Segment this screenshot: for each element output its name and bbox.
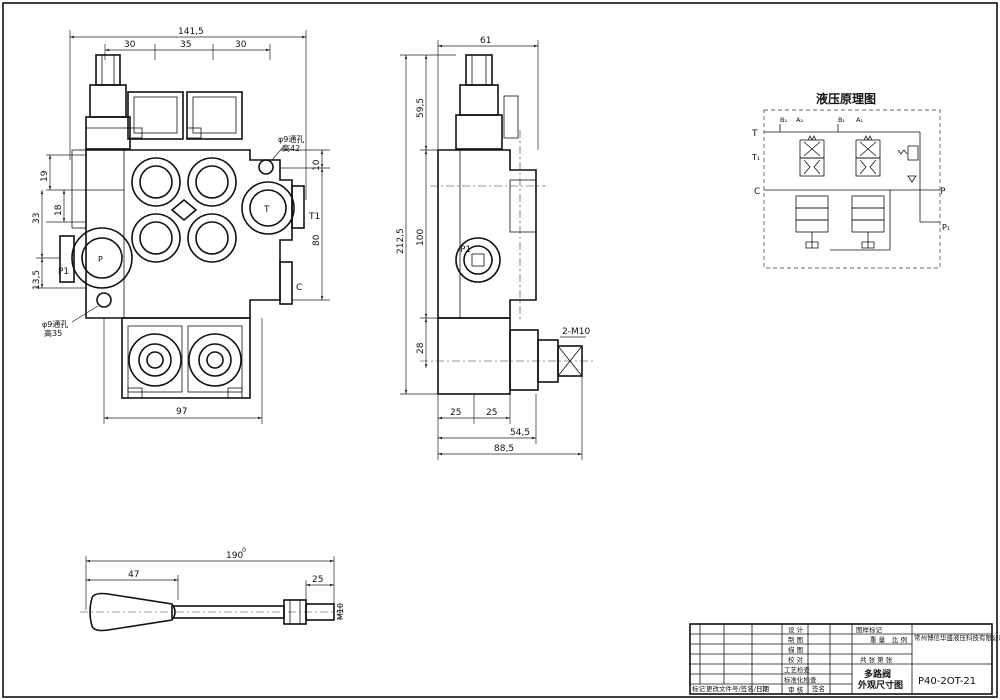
- tb-weight-header: 重 量: [870, 636, 886, 644]
- label-c: C: [754, 187, 760, 197]
- tb-company: 常州博信华盛液压科技有限公司: [914, 633, 1000, 642]
- label-t: T: [751, 129, 758, 139]
- dim-seg-3: 30: [235, 40, 247, 50]
- tb-scale-header: 比 例: [892, 635, 907, 644]
- tb-footer-2: 更改文件号/签名/日期: [706, 684, 769, 693]
- hole-top-note: φ9通孔: [278, 134, 304, 144]
- tb-row-1: 设 计: [788, 625, 804, 634]
- hydraulic-schematic: 液压原理图 B₂ A₂ B₁ A₁ T T₁ C P P₁: [751, 91, 950, 269]
- dim-side-25a: 25: [450, 408, 461, 418]
- dim-side-88-5: 88,5: [494, 444, 514, 454]
- port-c-label: C: [296, 283, 302, 293]
- dim-seg-1: 30: [124, 40, 136, 50]
- dim-seg-2: 35: [180, 40, 191, 50]
- label-p1: P₁: [942, 223, 950, 232]
- dim-handle-tol: 0: [242, 546, 246, 554]
- spool-section-2: [851, 135, 885, 249]
- hole-top-height: 高42: [282, 143, 300, 153]
- tb-material-header: 图样标记: [856, 625, 883, 634]
- dim-handle-190: 190: [226, 551, 243, 561]
- dim-left-18: 18: [54, 204, 64, 216]
- dim-overall-width: 141,5: [178, 27, 204, 37]
- label-p: P: [940, 187, 946, 197]
- tb-footer-1: 标记: [692, 684, 706, 693]
- tb-row-7: 审 核: [788, 685, 804, 694]
- tb-row-3: 描 图: [788, 645, 803, 654]
- dim-spline: 2-M10: [562, 327, 590, 337]
- handle-grip: [89, 592, 176, 632]
- handle-view: 190 0 47 25 M10: [80, 546, 345, 632]
- dim-left-13-5: 13,5: [32, 270, 42, 290]
- port-t-label: T: [263, 205, 270, 215]
- tb-footer-4: 签名: [812, 684, 825, 693]
- tb-part-name-1: 多路阀: [864, 668, 891, 680]
- label-b2: B₂: [780, 116, 787, 124]
- dim-side-59-5: 59,5: [416, 98, 426, 118]
- tb-row-2: 制 图: [788, 635, 803, 644]
- dim-side-212-5: 212,5: [396, 228, 406, 254]
- tb-row-5: 工艺检查: [784, 665, 811, 674]
- dim-side-61: 61: [480, 36, 491, 46]
- dim-side-54-5: 54,5: [510, 428, 530, 438]
- dim-right-80: 80: [312, 234, 322, 246]
- tb-footer-3: 日期: [756, 685, 770, 693]
- dim-right-10: 10: [312, 159, 322, 171]
- dim-side-25b: 25: [486, 408, 497, 418]
- tb-part-number: P40-2OT-21: [918, 676, 976, 687]
- dim-side-100: 100: [416, 229, 426, 246]
- label-b1: B₁: [838, 116, 845, 124]
- hole-bottom-note: φ9通孔: [42, 319, 68, 329]
- hole-bottom-height: 高35: [44, 328, 62, 338]
- dim-left-33: 33: [32, 213, 42, 224]
- dim-left-19: 19: [40, 170, 50, 182]
- dim-side-28: 28: [416, 342, 426, 354]
- label-a1: A₁: [856, 116, 863, 124]
- dim-bottom-97: 97: [176, 407, 187, 417]
- port-p1-label: P1: [58, 267, 69, 277]
- dim-handle-47: 47: [128, 570, 139, 580]
- label-a2: A₂: [796, 116, 803, 124]
- tb-row-6: 标准化检查: [784, 675, 817, 684]
- side-port-p1-label: P1: [460, 245, 471, 255]
- dim-handle-25: 25: [312, 575, 323, 585]
- side-view: 61 P1 2-M10 212,5 59,5 100: [396, 36, 596, 460]
- label-t1: T₁: [751, 153, 760, 162]
- title-block: 设 计 制 图 描 图 校 对 工艺检查 标准化检查 审 核 图样标记 重 量 …: [689, 623, 1000, 695]
- tb-part-name-2: 外观尺寸图: [857, 679, 903, 691]
- port-t1-label: T1: [308, 212, 320, 222]
- front-view: 141,5 30 35 30: [32, 27, 330, 424]
- tb-sheets: 共 张 第 张: [860, 655, 893, 664]
- schematic-title: 液压原理图: [816, 91, 876, 106]
- dim-handle-m10: M10: [336, 603, 345, 620]
- port-p-label: P: [98, 255, 103, 264]
- tb-row-4: 校 对: [788, 655, 804, 664]
- spool-section-1: [795, 135, 829, 249]
